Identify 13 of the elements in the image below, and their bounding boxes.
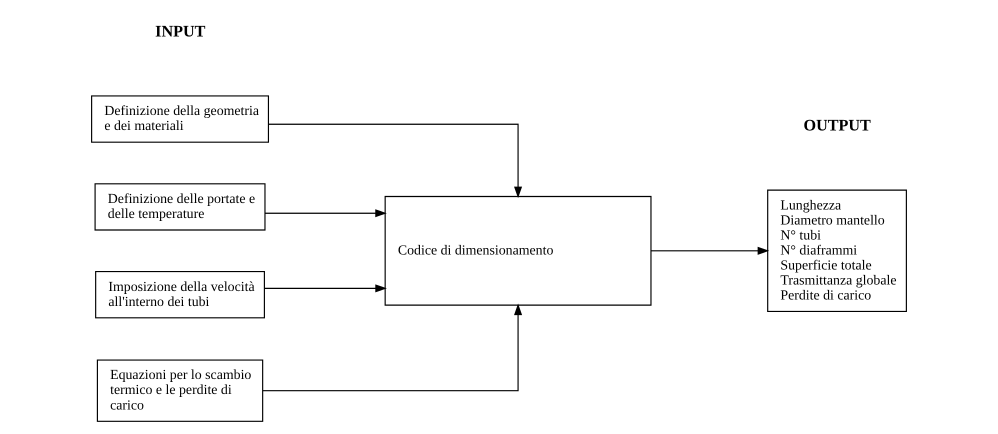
node-box: Codice di dimensionamento [384,196,652,306]
arrow [651,246,770,255]
node-box: Imposizione della velocità all'interno dei tubi [95,271,265,318]
arrow [268,124,522,198]
label: INPUT [155,24,206,41]
node-box: Lunghezza Diametro mantello N° tubi N° diaframmi Superficie totale Trasmittanza globale Perdite di carico [767,190,907,312]
node-box: Definizione della geometria e dei materiali [91,95,270,143]
node-box: Equazioni per lo scambio termico e le perdite di carico [96,359,264,422]
node-box: Definizione delle portate e delle temperature [94,183,266,231]
arrow [265,209,387,218]
label: OUTPUT [804,117,871,134]
arrow [264,284,387,292]
arrow [262,304,522,392]
